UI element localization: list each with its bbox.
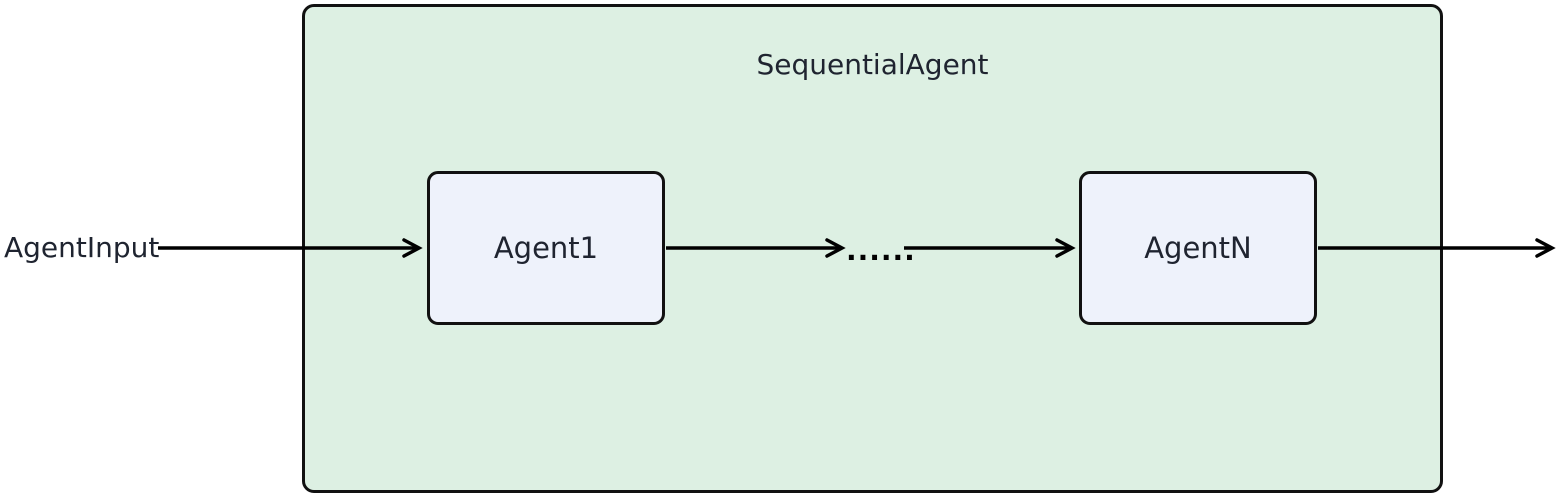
node-agentN: AgentN	[1079, 171, 1317, 325]
container-title: SequentialAgent	[756, 48, 989, 81]
node-agent1: Agent1	[427, 171, 665, 325]
agent-input-label: AgentInput	[4, 231, 160, 264]
node-agentN-label: AgentN	[1144, 231, 1252, 265]
node-agent1-label: Agent1	[493, 231, 599, 265]
ellipsis-edge-label: ......	[846, 234, 916, 267]
